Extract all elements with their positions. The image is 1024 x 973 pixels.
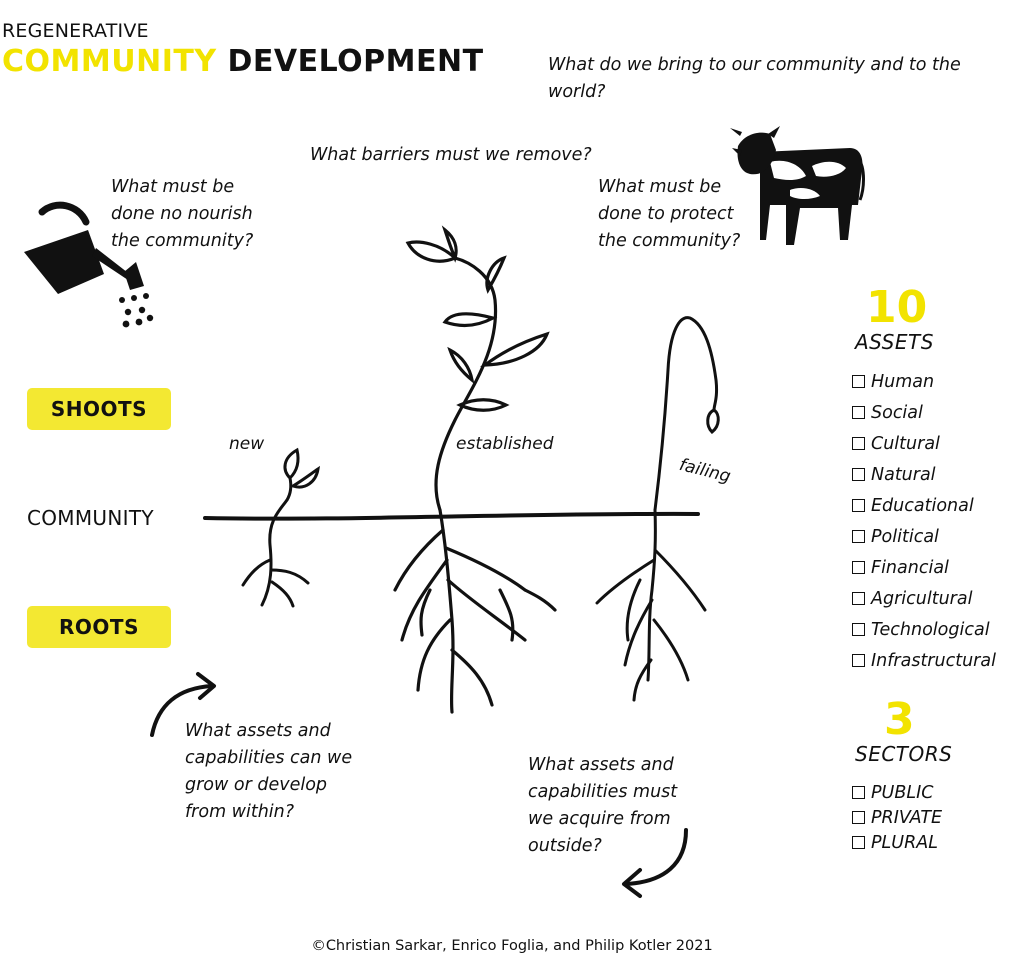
checkbox[interactable] xyxy=(852,811,865,824)
question-line: What assets and xyxy=(528,755,674,775)
question-line: the community? xyxy=(598,231,741,251)
checkbox[interactable] xyxy=(852,786,865,799)
question-line: done to protect xyxy=(598,204,734,224)
assets-count: 10 xyxy=(866,282,928,333)
shoots-label: SHOOTS xyxy=(27,388,171,430)
asset-label: Human xyxy=(871,371,935,392)
asset-item[interactable]: Technological xyxy=(852,614,996,645)
checkbox[interactable] xyxy=(852,375,865,388)
cow-icon xyxy=(730,126,865,245)
plant-label-new: new xyxy=(229,434,265,454)
asset-label: Political xyxy=(871,526,939,547)
checkbox[interactable] xyxy=(852,836,865,849)
sector-label: PUBLIC xyxy=(871,782,934,803)
asset-label: Cultural xyxy=(871,433,940,454)
page-subtitle: REGENERATIVE xyxy=(2,20,149,42)
question-line: What assets and xyxy=(185,721,331,741)
failing-plant xyxy=(595,316,720,702)
asset-item[interactable]: Cultural xyxy=(852,428,996,459)
asset-item[interactable]: Social xyxy=(852,397,996,428)
asset-label: Infrastructural xyxy=(871,650,996,671)
question-line: What must be xyxy=(598,177,722,197)
title-rest: DEVELOPMENT xyxy=(227,44,484,79)
community-ground-line xyxy=(203,511,700,521)
asset-item[interactable]: Natural xyxy=(852,459,996,490)
community-label: COMMUNITY xyxy=(27,506,154,530)
plant-label-established: established xyxy=(456,434,554,454)
asset-label: Natural xyxy=(871,464,936,485)
asset-item[interactable]: Political xyxy=(852,521,996,552)
sector-item[interactable]: PLURAL xyxy=(852,830,942,855)
question-line: done no nourish xyxy=(111,204,253,224)
checkbox[interactable] xyxy=(852,530,865,543)
checkbox[interactable] xyxy=(852,499,865,512)
question-world: What do we bring to our community and to… xyxy=(548,55,961,102)
question-line: from within? xyxy=(185,802,295,822)
sector-label: PRIVATE xyxy=(871,807,943,828)
asset-item[interactable]: Educational xyxy=(852,490,996,521)
question-line: grow or develop xyxy=(185,775,328,795)
sectors-title: SECTORS xyxy=(855,742,953,766)
checkbox[interactable] xyxy=(852,592,865,605)
sectors-checklist: PUBLIC PRIVATE PLURAL xyxy=(852,780,942,855)
question-line: capabilities can we xyxy=(185,748,353,768)
page-title: COMMUNITY DEVELOPMENT xyxy=(2,44,484,79)
asset-label: Educational xyxy=(871,495,974,516)
asset-label: Agricultural xyxy=(871,588,973,609)
checkbox[interactable] xyxy=(852,654,865,667)
copyright-credit: ©Christian Sarkar, Enrico Foglia, and Ph… xyxy=(311,938,713,954)
question-barriers: What barriers must we remove? xyxy=(310,145,592,165)
checkbox[interactable] xyxy=(852,406,865,419)
question-grow: What assets and capabilities can we grow… xyxy=(185,718,385,826)
assets-checklist: Human Social Cultural Natural Educationa… xyxy=(852,366,996,676)
asset-label: Financial xyxy=(871,557,949,578)
checkbox[interactable] xyxy=(852,437,865,450)
watering-can-icon xyxy=(24,201,154,328)
asset-item[interactable]: Infrastructural xyxy=(852,645,996,676)
new-plant xyxy=(241,447,321,608)
question-line: capabilities must xyxy=(528,782,678,802)
question-line: we acquire from xyxy=(528,809,671,829)
asset-item[interactable]: Agricultural xyxy=(852,583,996,614)
asset-item[interactable]: Human xyxy=(852,366,996,397)
question-nourish: What must be done no nourish the communi… xyxy=(111,174,291,255)
question-protect: What must be done to protect the communi… xyxy=(598,174,768,255)
asset-item[interactable]: Financial xyxy=(852,552,996,583)
curved-arrow-icon xyxy=(622,828,688,898)
question-line: outside? xyxy=(528,836,602,856)
established-plant xyxy=(393,225,557,714)
assets-title: ASSETS xyxy=(855,330,934,354)
curved-arrow-icon xyxy=(150,672,216,737)
roots-label: ROOTS xyxy=(27,606,171,648)
sector-item[interactable]: PUBLIC xyxy=(852,780,942,805)
checkbox[interactable] xyxy=(852,561,865,574)
sector-label: PLURAL xyxy=(871,832,938,853)
question-acquire: What assets and capabilities must we acq… xyxy=(528,752,698,860)
sector-item[interactable]: PRIVATE xyxy=(852,805,942,830)
asset-label: Social xyxy=(871,402,923,423)
checkbox[interactable] xyxy=(852,623,865,636)
question-line: What must be xyxy=(111,177,235,197)
sectors-count: 3 xyxy=(884,694,915,745)
checkbox[interactable] xyxy=(852,468,865,481)
asset-label: Technological xyxy=(871,619,990,640)
title-highlight: COMMUNITY xyxy=(2,44,217,79)
question-line: the community? xyxy=(111,231,254,251)
